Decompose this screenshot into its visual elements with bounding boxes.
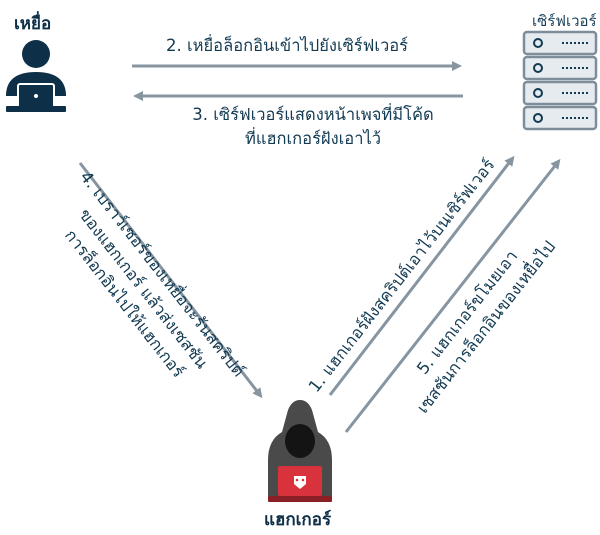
step-3-line-1: 3. เซิร์ฟเวอร์แสดงหน้าเพจที่มีโค้ด [192, 105, 434, 124]
step-3-label: 3. เซิร์ฟเวอร์แสดงหน้าเพจที่มีโค้ด ที่แฮ… [178, 103, 448, 151]
user-laptop-icon [6, 40, 66, 112]
arrow-step-5 [344, 158, 561, 433]
victim-label: เหยื่อ [14, 14, 52, 34]
step-3-line-2: ที่แฮกเกอร์ฝังเอาไว้ [244, 129, 382, 148]
server-label: เซิร์ฟเวอร์ [532, 12, 597, 30]
step-2-label: 2. เหยื่อล็อกอินเข้าไปยังเซิร์ฟเวอร์ [166, 36, 409, 55]
arrow-step-1 [328, 155, 515, 396]
hooded-hacker-icon [268, 400, 332, 502]
arrow-step-4 [78, 162, 263, 399]
hacker-label: แฮกเกอร์ [264, 510, 332, 530]
server-rack-icon [522, 30, 598, 131]
